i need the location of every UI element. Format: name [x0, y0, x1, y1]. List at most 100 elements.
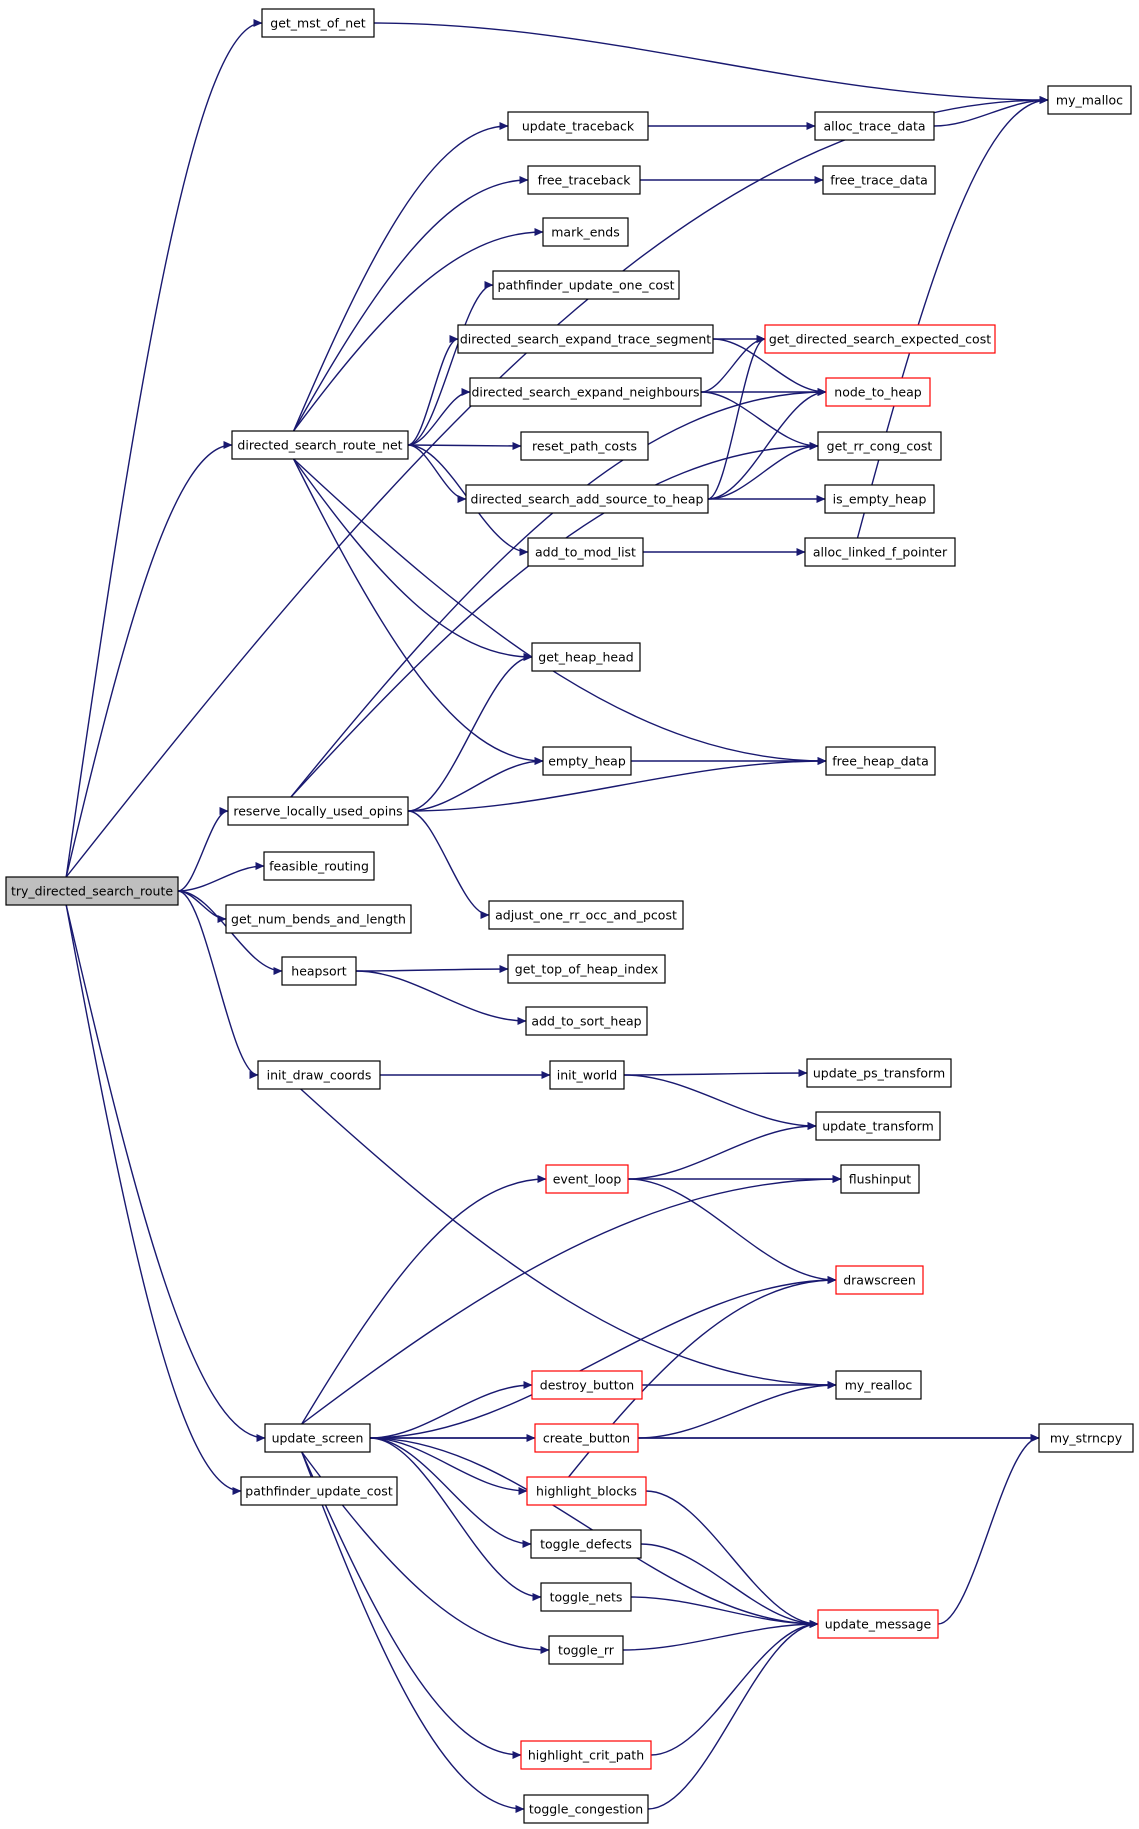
- node-label: flushinput: [849, 1172, 911, 1187]
- node-free-traceback[interactable]: free_traceback: [527, 165, 641, 195]
- node-label: get_rr_cong_cost: [827, 439, 933, 454]
- node-label: toggle_defects: [540, 1537, 632, 1552]
- node-toggle-defects[interactable]: toggle_defects: [530, 1529, 642, 1559]
- node-box: [822, 165, 936, 195]
- node-toggle-nets[interactable]: toggle_nets: [540, 1582, 632, 1612]
- node-mark-ends[interactable]: mark_ends: [542, 217, 629, 247]
- node-reserve-locally-used-opins[interactable]: reserve_locally_used_opins: [227, 796, 409, 826]
- node-label: directed_search_expand_trace_segment: [460, 332, 711, 347]
- node-toggle-congestion[interactable]: toggle_congestion: [523, 1794, 649, 1824]
- node-event-loop[interactable]: event_loop: [545, 1164, 629, 1194]
- node-flushinput[interactable]: flushinput: [840, 1164, 920, 1194]
- edge-update-screen-to-highlight-blocks: [369, 1437, 528, 1496]
- node-alloc-trace-data[interactable]: alloc_trace_data: [814, 111, 935, 141]
- node-get-num-bends-and-length[interactable]: get_num_bends_and_length: [225, 904, 412, 934]
- node-feasible-routing[interactable]: feasible_routing: [263, 851, 375, 881]
- node-get-rr-cong-cost[interactable]: get_rr_cong_cost: [817, 431, 942, 461]
- node-label: update_traceback: [522, 119, 635, 134]
- edge-toggle-congestion-to-update-message: [647, 1619, 819, 1810]
- node-destroy-button[interactable]: destroy_button: [531, 1370, 643, 1400]
- node-label: add_to_mod_list: [535, 545, 636, 560]
- node-empty-heap[interactable]: empty_heap: [542, 746, 632, 776]
- node-box: [257, 1060, 381, 1090]
- node-try-directed-search-route[interactable]: try_directed_search_route: [5, 876, 179, 906]
- node-heapsort[interactable]: heapsort: [281, 956, 357, 986]
- node-label: try_directed_search_route: [11, 884, 173, 899]
- node-box: [764, 324, 996, 354]
- node-highlight-crit-path[interactable]: highlight_crit_path: [520, 1740, 652, 1770]
- node-box: [825, 746, 936, 776]
- edge-reserve-locally-used-opins-to-get-heap-head: [407, 652, 533, 812]
- node-label: free_trace_data: [830, 173, 928, 188]
- node-get-mst-of-net[interactable]: get_mst_of_net: [261, 8, 375, 38]
- node-free-trace-data[interactable]: free_trace_data: [822, 165, 936, 195]
- node-label: is_empty_heap: [833, 492, 927, 507]
- node-box: [840, 1164, 920, 1194]
- node-my-malloc[interactable]: my_malloc: [1047, 85, 1132, 115]
- node-box: [835, 1370, 922, 1400]
- node-update-transform[interactable]: update_transform: [815, 1111, 941, 1141]
- node-update-screen[interactable]: update_screen: [264, 1423, 371, 1453]
- node-init-world[interactable]: init_world: [549, 1060, 625, 1090]
- node-get-directed-search-expected-cost[interactable]: get_directed_search_expected_cost: [764, 324, 996, 354]
- node-update-ps-transform[interactable]: update_ps_transform: [806, 1058, 952, 1088]
- node-box: [526, 1476, 647, 1506]
- node-init-draw-coords[interactable]: init_draw_coords: [257, 1060, 381, 1090]
- node-update-message[interactable]: update_message: [817, 1609, 939, 1639]
- node-reset-path-costs[interactable]: reset_path_costs: [520, 431, 649, 461]
- edge-reserve-locally-used-opins-to-empty-heap: [407, 756, 544, 812]
- edge-update-screen-to-drawscreen: [369, 1275, 837, 1439]
- node-is-empty-heap[interactable]: is_empty_heap: [824, 484, 935, 514]
- edge-try-directed-search-route-to-directed-search-route-net: [65, 440, 233, 878]
- node-get-heap-head[interactable]: get_heap_head: [531, 642, 641, 672]
- node-box: [240, 1476, 398, 1506]
- node-toggle-rr[interactable]: toggle_rr: [548, 1635, 624, 1665]
- node-update-traceback[interactable]: update_traceback: [507, 111, 649, 141]
- edge-update-screen-to-toggle-nets: [369, 1437, 542, 1602]
- node-alloc-linked-f-pointer[interactable]: alloc_linked_f_pointer: [804, 537, 956, 567]
- node-adjust-one-rr-occ-and-pcost[interactable]: adjust_one_rr_occ_and_pcost: [488, 900, 684, 930]
- node-box: [531, 642, 641, 672]
- node-label: feasible_routing: [269, 859, 369, 874]
- node-label: my_malloc: [1056, 93, 1123, 108]
- node-directed-search-add-source-to-heap[interactable]: directed_search_add_source_to_heap: [465, 484, 709, 514]
- edge-reserve-locally-used-opins-to-free-heap-data: [407, 756, 827, 812]
- node-pathfinder-update-cost[interactable]: pathfinder_update_cost: [240, 1476, 398, 1506]
- node-label: toggle_rr: [558, 1643, 615, 1658]
- node-label: empty_heap: [548, 754, 626, 769]
- edge-init-world-to-update-transform: [623, 1074, 817, 1131]
- node-label: get_heap_head: [538, 650, 633, 665]
- node-box: [527, 537, 644, 567]
- node-create-button[interactable]: create_button: [534, 1423, 639, 1453]
- node-box: [465, 484, 709, 514]
- node-box: [225, 904, 412, 934]
- node-pathfinder-update-one-cost[interactable]: pathfinder_update_one_cost: [492, 270, 680, 300]
- node-box: [231, 430, 409, 460]
- node-label: node_to_heap: [834, 385, 922, 400]
- node-my-strncpy[interactable]: my_strncpy: [1038, 1423, 1134, 1453]
- node-directed-search-expand-neighbours[interactable]: directed_search_expand_neighbours: [469, 377, 702, 407]
- node-label: update_ps_transform: [813, 1066, 945, 1081]
- node-label: my_strncpy: [1050, 1431, 1123, 1446]
- node-my-realloc[interactable]: my_realloc: [835, 1370, 922, 1400]
- node-get-top-of-heap-index[interactable]: get_top_of_heap_index: [507, 954, 666, 984]
- node-free-heap-data[interactable]: free_heap_data: [825, 746, 936, 776]
- edge-directed-search-expand-neighbours-to-get-rr-cong-cost: [700, 391, 819, 451]
- node-directed-search-route-net[interactable]: directed_search_route_net: [231, 430, 409, 460]
- node-add-to-mod-list[interactable]: add_to_mod_list: [527, 537, 644, 567]
- node-drawscreen[interactable]: drawscreen: [835, 1265, 924, 1295]
- node-box: [492, 270, 680, 300]
- edge-directed-search-route-net-to-directed-search-expand-trace-segment: [407, 335, 459, 446]
- node-label: directed_search_expand_neighbours: [471, 385, 699, 400]
- node-directed-search-expand-trace-segment[interactable]: directed_search_expand_trace_segment: [457, 324, 714, 354]
- edge-create-button-to-my-realloc: [637, 1380, 837, 1439]
- node-add-to-sort-heap[interactable]: add_to_sort_heap: [525, 1006, 648, 1036]
- edge-get-mst-of-net-to-my-malloc: [373, 22, 1049, 105]
- edge-try-directed-search-route-to-init-draw-coords: [177, 890, 259, 1079]
- node-node-to-heap[interactable]: node_to_heap: [825, 377, 931, 407]
- node-box: [545, 1164, 629, 1194]
- edge-update-message-to-my-strncpy: [937, 1433, 1040, 1625]
- edge-directed-search-route-net-to-directed-search-expand-neighbours: [407, 387, 471, 446]
- node-highlight-blocks[interactable]: highlight_blocks: [526, 1476, 647, 1506]
- node-box: [523, 1794, 649, 1824]
